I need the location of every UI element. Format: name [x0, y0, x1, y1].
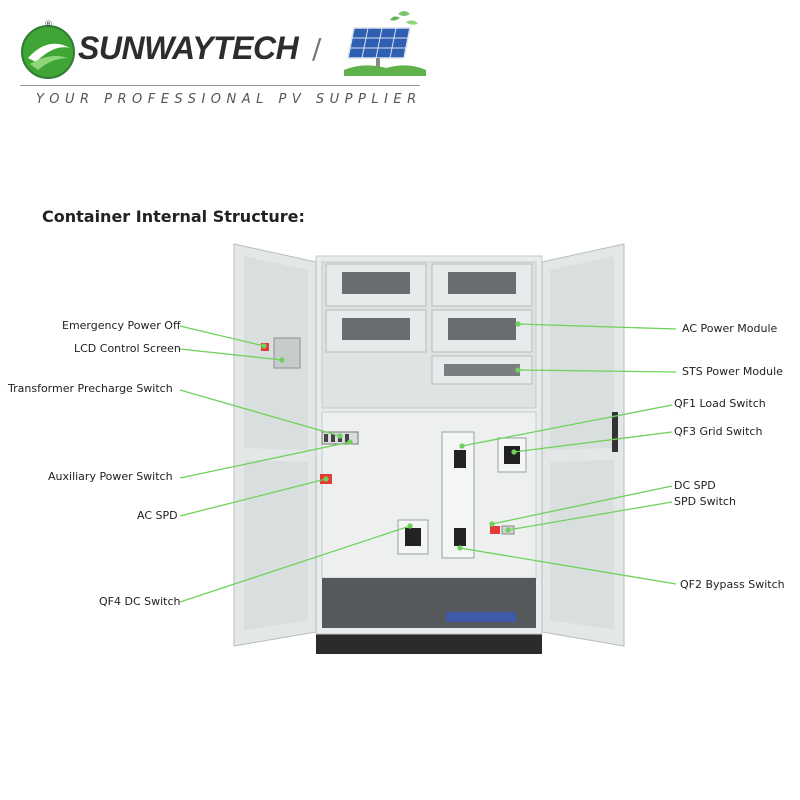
leader-dc-spd: [491, 485, 673, 525]
solar-panel-logo-icon: [344, 11, 426, 76]
label-qf4-dc-switch: QF4 DC Switch: [99, 595, 181, 608]
label-sts-power-module: STS Power Module: [682, 365, 783, 378]
leader-qf4-dc-switch: [179, 525, 411, 603]
brand-logo-icon: [21, 25, 75, 79]
header-divider: [20, 85, 420, 86]
leader-emergency-power-off: [179, 325, 265, 347]
label-qf1-load-switch: QF1 Load Switch: [674, 397, 766, 410]
leader-sts-power-module: [517, 369, 677, 373]
brand-name: SUNWAYTECH: [78, 30, 299, 66]
label-lcd-control-screen: LCD Control Screen: [74, 342, 181, 355]
leader-qf3-grid-switch: [513, 431, 673, 453]
label-dc-spd: DC SPD: [674, 479, 716, 492]
label-emergency-power-off: Emergency Power Off: [62, 319, 181, 332]
label-qf3-grid-switch: QF3 Grid Switch: [674, 425, 763, 438]
leader-transformer-precharge: [179, 389, 341, 437]
leader-auxiliary-power: [179, 441, 351, 479]
dc-spd-unit: [490, 526, 500, 534]
tagline: YOUR PROFESSIONAL PV SUPPLIER: [36, 92, 422, 107]
leader-ac-spd: [179, 478, 327, 517]
leader-qf2-bypass-switch: [459, 547, 677, 585]
label-qf2-bypass-switch: QF2 Bypass Switch: [680, 578, 785, 591]
label-ac-power-module: AC Power Module: [682, 322, 778, 335]
brand-separator: /: [312, 32, 322, 65]
label-ac-spd: AC SPD: [137, 509, 178, 522]
leader-ac-power-module: [517, 323, 677, 330]
label-transformer-precharge-switch: Transformer Precharge Switch: [8, 382, 173, 395]
label-auxiliary-power-switch: Auxiliary Power Switch: [48, 470, 173, 483]
lcd-control-screen: [273, 337, 301, 369]
leader-qf1-load-switch: [461, 404, 673, 447]
registered-mark: ®: [44, 20, 53, 30]
leader-spd-switch: [507, 501, 673, 531]
ac-power-modules: [325, 263, 533, 353]
section-title: Container Internal Structure:: [42, 207, 305, 226]
label-spd-switch: SPD Switch: [674, 495, 736, 508]
leader-lcd-control-screen: [179, 348, 283, 361]
